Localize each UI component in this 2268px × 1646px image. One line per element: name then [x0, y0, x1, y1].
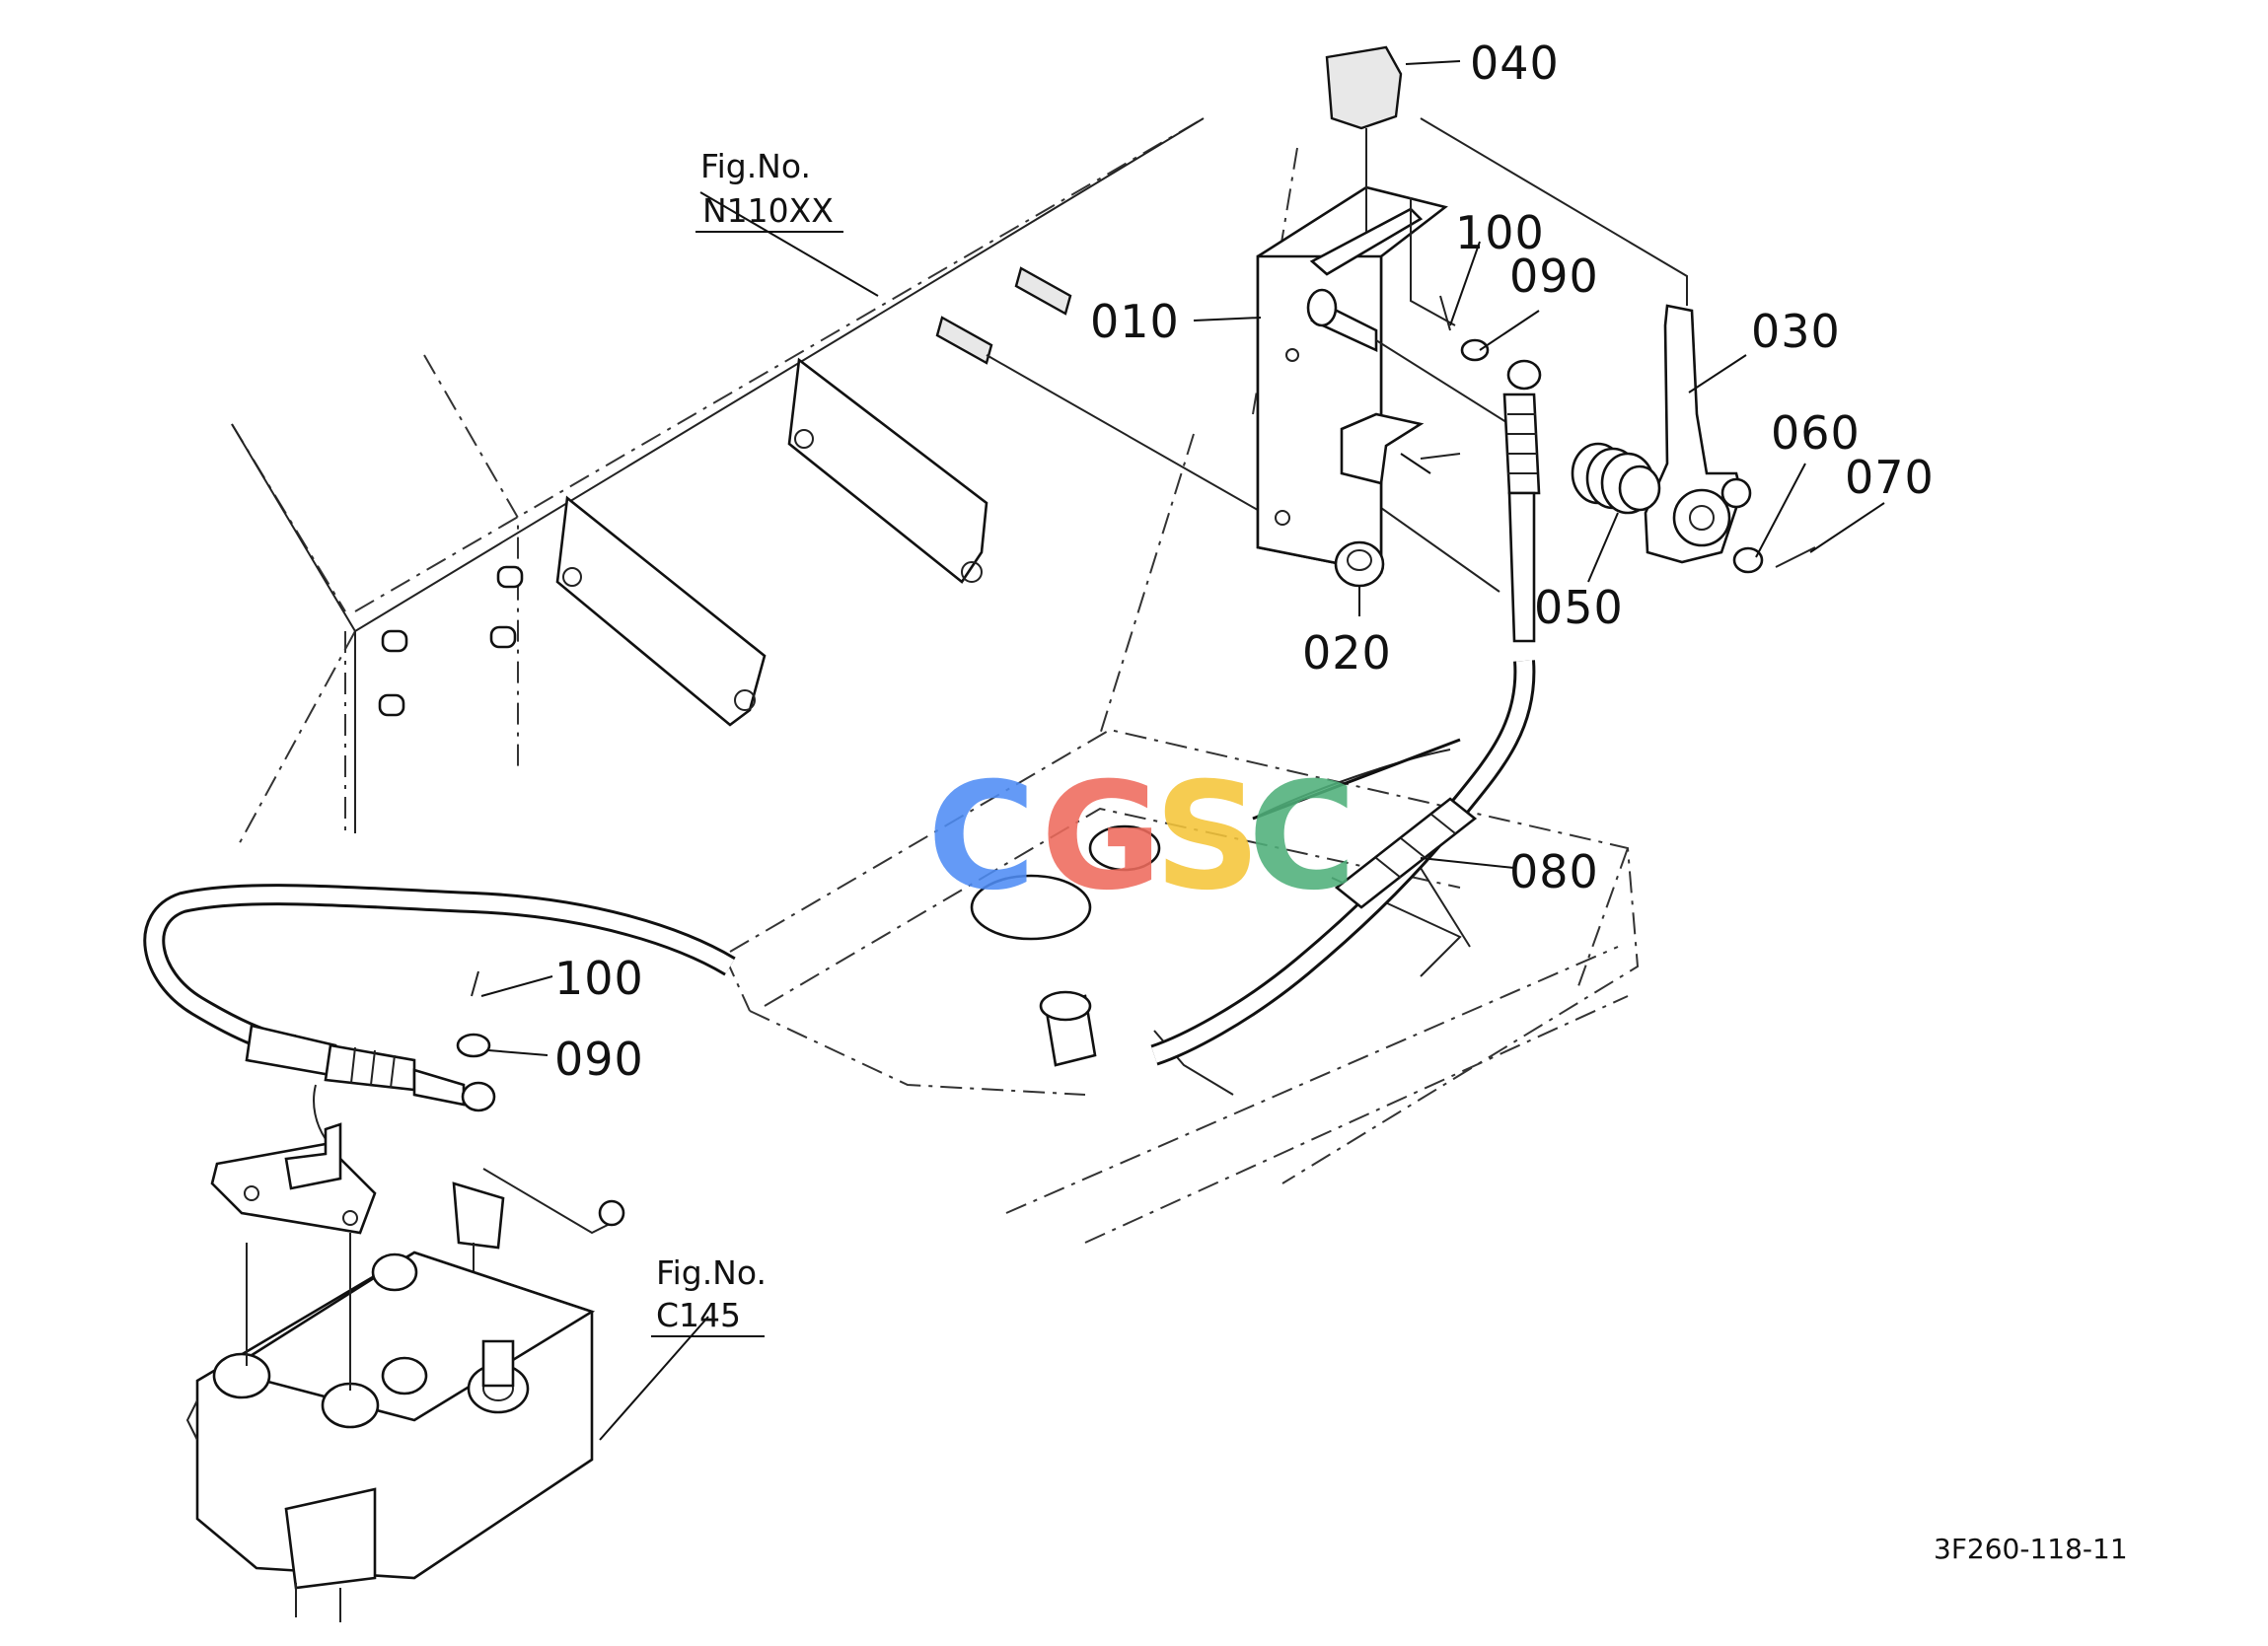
callout-100-lower: 100: [554, 952, 644, 1005]
watermark-letter-c2: C: [1248, 751, 1356, 923]
callout-050: 050: [1534, 581, 1624, 634]
floor-holes: [970, 824, 1161, 1067]
callout-090-lower: 090: [554, 1033, 644, 1086]
callout-040: 040: [1470, 36, 1560, 90]
bracket-plate-010: [1256, 185, 1510, 574]
callout-100-upper: 100: [1455, 206, 1545, 259]
figure-ref-n110xx: Fig.No. N110XX: [695, 147, 843, 233]
callout-080: 080: [1509, 845, 1599, 898]
spring-050: [1571, 442, 1661, 515]
panel-studs: [378, 565, 524, 717]
mounting-plate: [210, 1122, 625, 1312]
chassis-outline: [231, 117, 1640, 1244]
watermark: C G S C: [927, 751, 1356, 923]
callout-010: 010: [1090, 295, 1180, 348]
figure-ref-c145: Fig.No. C145: [651, 1253, 767, 1337]
lever-030: [1644, 304, 1752, 564]
callout-030: 030: [1751, 305, 1841, 358]
watermark-letter-s: S: [1154, 751, 1261, 923]
callout-labels: 040 100 090 010 030 060 070 050 020 080 …: [554, 36, 1935, 1086]
figure-ref-c145-line2: C145: [656, 1296, 741, 1334]
linkage-lower: [245, 970, 496, 1140]
drawing-code: 3F260-118-11: [1934, 1533, 2128, 1565]
figure-ref-n110xx-line2: N110XX: [702, 191, 834, 230]
spring-studs: [935, 266, 1264, 514]
leader-lines: [480, 60, 1885, 1441]
cable-rod-upper: [1420, 359, 1542, 643]
watermark-letter-g: G: [1041, 751, 1162, 923]
nut-020: [1334, 540, 1385, 588]
figure-ref-n110xx-line1: Fig.No.: [700, 147, 811, 185]
knob-040: [1325, 45, 1688, 326]
washers-upper: [1439, 295, 1816, 574]
figure-ref-c145-line1: Fig.No.: [656, 1253, 767, 1292]
control-valve-assembly: [185, 1233, 596, 1622]
callout-070: 070: [1845, 451, 1935, 504]
pedal-brackets: [555, 357, 988, 727]
callout-090-upper: 090: [1509, 250, 1599, 303]
watermark-letter-c1: C: [927, 751, 1036, 923]
cable-080: [143, 660, 1536, 1066]
callout-060: 060: [1771, 406, 1861, 460]
callout-020: 020: [1302, 626, 1392, 680]
